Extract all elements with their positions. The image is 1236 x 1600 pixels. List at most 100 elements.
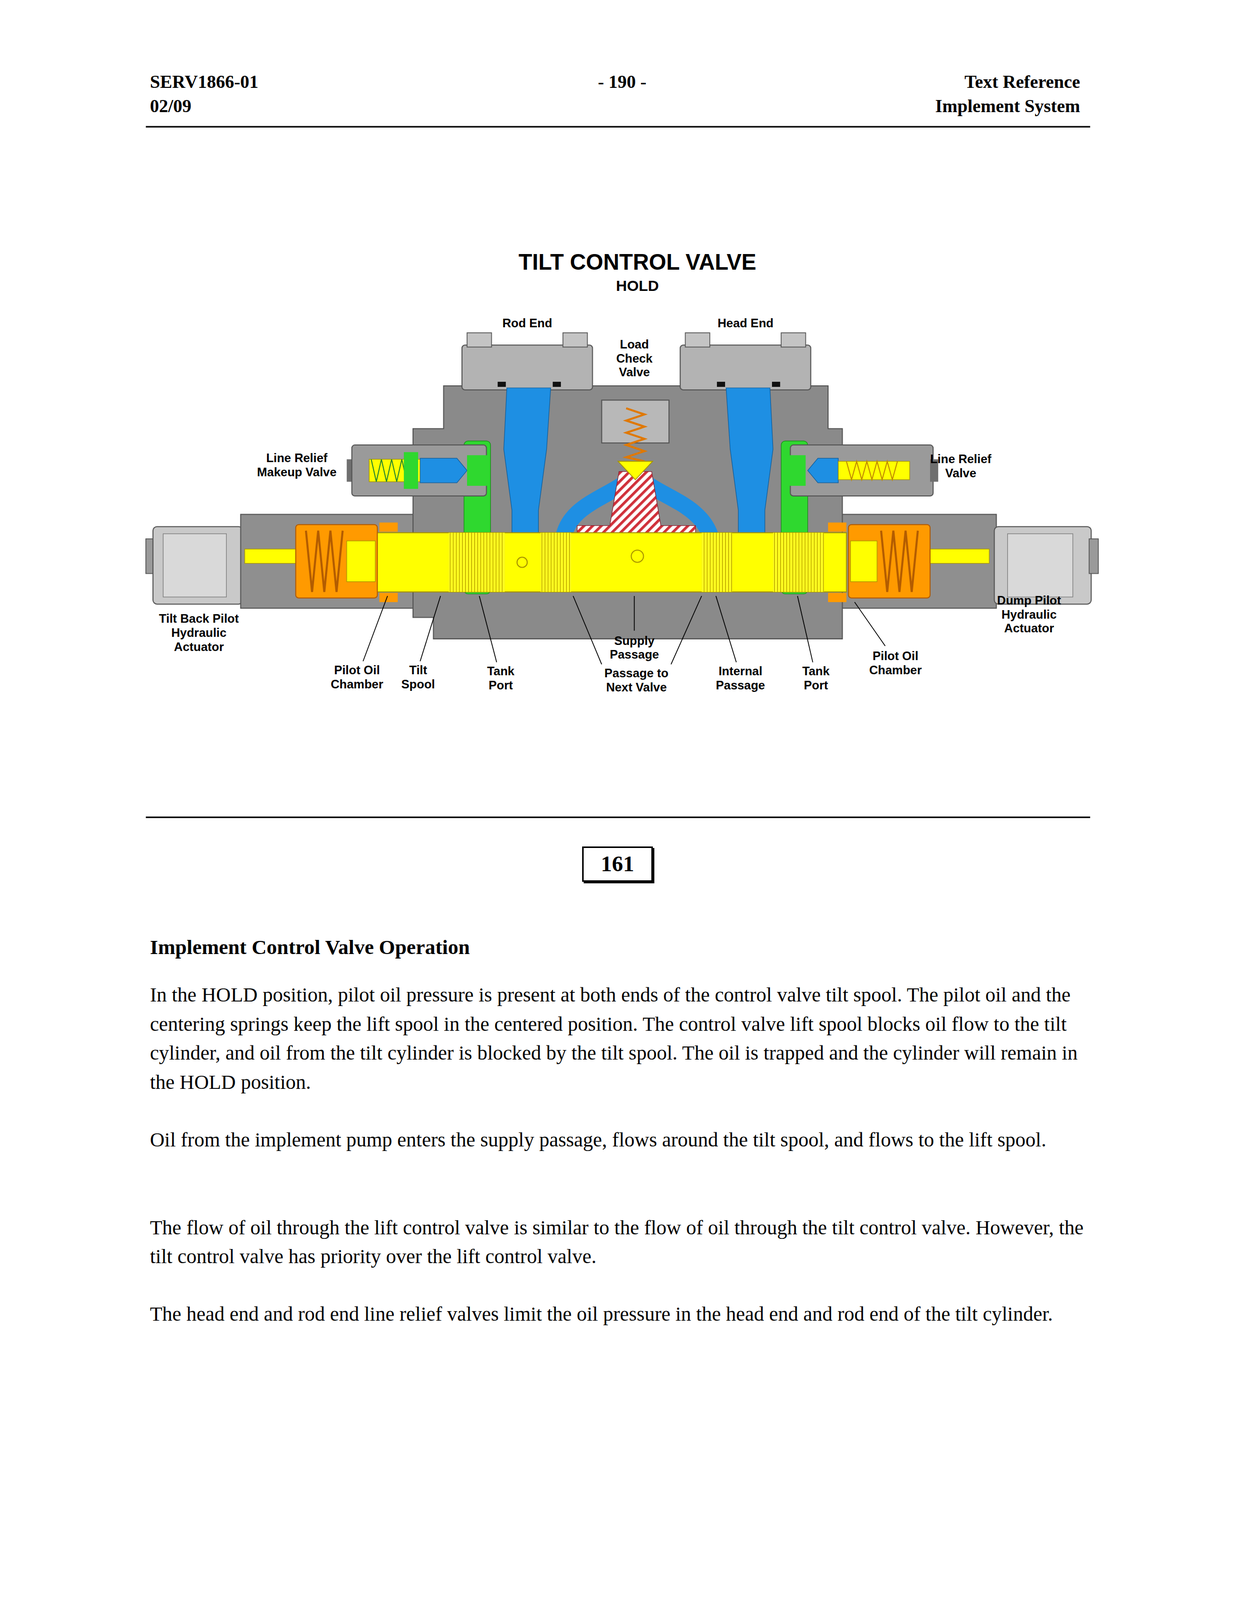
text-holder: Oil from the implement pump enters the s…: [149, 1124, 1089, 1155]
text-holder: Tilt Spool: [399, 663, 437, 692]
tilt-spool: [244, 548, 301, 563]
leader-line: [715, 595, 737, 662]
section-heading: Implement Control Valve Operation: [149, 934, 471, 959]
leader-line: [363, 595, 388, 661]
load-check-valve: [626, 407, 645, 461]
pilot-oil-chamber: [346, 540, 376, 582]
text-holder: 02/09: [149, 95, 192, 117]
part-label: Tilt Spool: [399, 663, 437, 692]
diagram-title: TILT CONTROL VALVE: [518, 249, 757, 275]
part-label: Tank Port: [798, 664, 834, 693]
pilot-oil-chamber: [295, 524, 378, 598]
callout-box: 161: [582, 846, 653, 882]
text-holder: The head end and rod end line relief val…: [149, 1299, 1089, 1329]
part-label: Line Relief Valve: [924, 452, 997, 481]
text-holder: Text Reference: [964, 71, 1080, 93]
part-label: Tilt Back Pilot Hydraulic Actuator: [153, 611, 244, 654]
text-holder: Head End: [717, 316, 774, 331]
tilt-spool: [773, 532, 824, 592]
page-rule: [145, 125, 1091, 128]
leader-line: [573, 595, 602, 664]
part-label: Rod End: [502, 316, 553, 331]
valve-body: [1089, 538, 1099, 574]
valve-body: [152, 526, 243, 605]
part-label: Pilot Oil Chamber: [864, 648, 926, 677]
text-holder: Tank Port: [798, 664, 834, 693]
valve-body: [716, 381, 726, 387]
subtitle: HOLD: [615, 277, 659, 295]
valve-body: [497, 381, 506, 387]
body-paragraph: The head end and rod end line relief val…: [149, 1299, 1089, 1329]
text-holder: Internal Passage: [711, 664, 769, 693]
line-relief-valve: [403, 451, 419, 489]
text-holder: Dump Pilot Hydraulic Actuator: [984, 593, 1074, 636]
text-holder: Tank Port: [483, 664, 519, 693]
body-paragraph: The flow of oil through the lift control…: [149, 1212, 1089, 1271]
text-holder: Passage to Next Valve: [601, 666, 672, 695]
line-relief-valve: [420, 457, 468, 483]
pilot-oil-chamber: [295, 522, 931, 603]
line-relief-valve: [838, 460, 910, 480]
line-relief-valve: [846, 460, 898, 480]
valve-body: [467, 332, 492, 347]
valve-body: [413, 385, 843, 639]
valve-body: [771, 381, 781, 387]
text-holder: Rod End: [502, 316, 553, 331]
leader-line: [671, 595, 702, 664]
line-relief-valve: [785, 454, 806, 486]
part-label: Pilot Oil Chamber: [326, 663, 388, 692]
pilot-oil-chamber: [848, 524, 931, 598]
body-paragraph: In the HOLD position, pilot oil pressure…: [149, 980, 1089, 1097]
line-relief-valve: [351, 444, 487, 496]
text-holder: Pilot Oil Chamber: [326, 663, 388, 692]
part-label: Line Relief Makeup Valve: [252, 451, 341, 480]
tilt-spool: [540, 532, 572, 592]
part-label: Internal Passage: [711, 664, 769, 693]
tilt-spool: [701, 532, 733, 592]
text-holder: The flow of oil through the lift control…: [149, 1212, 1089, 1271]
pilot-oil-chamber: [828, 522, 847, 532]
text-holder: Tilt Back Pilot Hydraulic Actuator: [153, 611, 244, 654]
pilot-oil-chamber: [881, 530, 918, 592]
part-label: Load Check Valve: [610, 337, 658, 380]
valve-body: [562, 332, 588, 347]
text-holder: SERV1866-01: [149, 71, 259, 93]
tilt-spool: [631, 549, 644, 562]
leader-line: [363, 595, 886, 664]
pilot-oil-chamber: [379, 522, 398, 532]
header-text: SERV1866-01: [149, 71, 259, 93]
text-holder: Pilot Oil Chamber: [864, 648, 926, 677]
text-holder: HOLD: [615, 277, 659, 295]
tilt-spool: [375, 532, 847, 592]
pilot-oil-chamber: [850, 540, 878, 582]
valve-body: [552, 381, 561, 387]
valve-body: [781, 332, 806, 347]
header-text: 02/09: [149, 95, 192, 117]
text-holder: Load Check Valve: [610, 337, 658, 380]
leader-line: [797, 595, 813, 662]
part-label: Head End: [717, 316, 774, 331]
valve-body: [163, 533, 227, 597]
leader-line: [634, 595, 636, 631]
tilt-spool: [922, 548, 990, 563]
pilot-oil-chamber: [828, 592, 847, 602]
page-rule: [145, 126, 1091, 817]
header-text: Implement System: [935, 95, 1080, 117]
body-paragraph: Oil from the implement pump enters the s…: [149, 1124, 1089, 1155]
line-relief-valve: [790, 444, 934, 496]
line-relief-valve: [467, 454, 488, 486]
text-holder: Line Relief Valve: [924, 452, 997, 481]
text-holder: TILT CONTROL VALVE: [518, 249, 757, 275]
text-holder: Line Relief Makeup Valve: [252, 451, 341, 480]
valve-body: [685, 332, 710, 347]
load-check-valve: [618, 407, 653, 480]
text-holder: Implement System: [935, 95, 1080, 117]
pilot-oil-chamber: [379, 592, 398, 602]
part-label: Passage to Next Valve: [601, 666, 672, 695]
valve-body: [680, 344, 811, 390]
line-relief-valve: [807, 457, 839, 483]
valve-body: [994, 526, 1092, 605]
page-number: - 190 -: [597, 71, 647, 93]
